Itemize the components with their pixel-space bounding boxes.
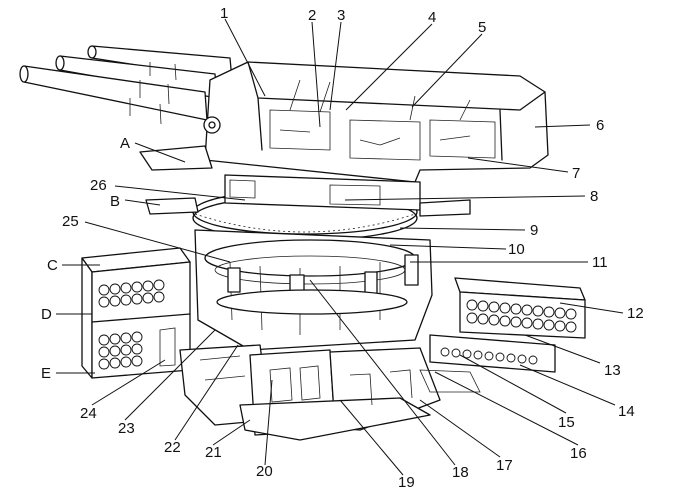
right-magazine (429, 277, 586, 373)
callout-23: 23 (118, 420, 135, 437)
callout-7: 7 (572, 165, 580, 182)
callout-17: 17 (496, 457, 513, 474)
callout-6: 6 (596, 117, 604, 134)
letter-labels: A B C D E (41, 135, 130, 382)
letter-leaders (56, 142, 186, 374)
callout-c: C (47, 257, 58, 274)
callout-d: D (41, 306, 52, 323)
turntable-ring (192, 174, 421, 241)
callout-4: 4 (428, 9, 436, 26)
callout-13: 13 (604, 362, 621, 379)
left-magazine (81, 247, 191, 379)
callout-20: 20 (256, 463, 273, 480)
callout-2: 2 (308, 7, 316, 24)
shell-rack-right (466, 299, 577, 333)
gunhouse (203, 61, 549, 183)
callout-16: 16 (570, 445, 587, 462)
number-labels: 1 2 3 4 5 6 7 8 9 10 11 12 13 14 15 16 1… (62, 5, 644, 491)
deck-right (419, 199, 471, 217)
callout-9: 9 (530, 222, 538, 239)
callout-5: 5 (478, 19, 486, 36)
callout-12: 12 (627, 305, 644, 322)
upper-deck (139, 145, 213, 171)
callout-11: 11 (592, 254, 608, 271)
lower-handling-room (179, 344, 481, 441)
callout-18: 18 (452, 464, 469, 481)
deck-b (145, 197, 199, 215)
callout-25: 25 (62, 213, 79, 230)
callout-24: 24 (80, 405, 97, 422)
callout-21: 21 (205, 444, 222, 461)
callout-26: 26 (90, 177, 107, 194)
callout-10: 10 (508, 241, 525, 258)
central-trunk (194, 229, 433, 351)
callout-3: 3 (337, 7, 345, 24)
callout-b: B (110, 193, 120, 210)
callout-1: 1 (220, 5, 228, 22)
callout-14: 14 (618, 403, 635, 420)
callout-22: 22 (164, 439, 181, 456)
callout-8: 8 (590, 188, 598, 205)
callout-e: E (41, 365, 51, 382)
callout-a: A (120, 135, 130, 152)
leader-lines (84, 18, 624, 476)
gun-barrels (19, 45, 233, 125)
callout-15: 15 (558, 414, 575, 431)
callout-19: 19 (398, 474, 415, 491)
shell-rack-left (98, 279, 165, 370)
